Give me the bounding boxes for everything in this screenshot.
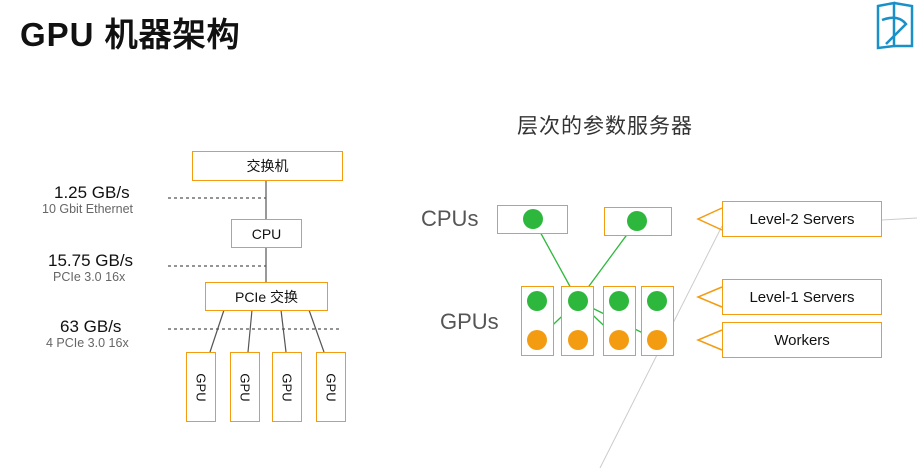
worker-node (647, 330, 667, 350)
worker-node (568, 330, 588, 350)
gpu-box-2: GPU (230, 352, 260, 422)
rate-4pcie: 63 GB/s 4 PCIe 3.0 16x (46, 317, 166, 350)
callout-level2-servers: Level-2 Servers (722, 201, 882, 237)
pcie-switch-box: PCIe 交换 (205, 282, 328, 311)
worker-node (527, 330, 547, 350)
level1-node (647, 291, 667, 311)
rate-note: 4 PCIe 3.0 16x (46, 336, 129, 350)
rate-value: 1.25 GB/s (54, 183, 130, 202)
rate-value: 63 GB/s (60, 317, 122, 336)
rate-note: 10 Gbit Ethernet (42, 202, 134, 216)
hierarchy-heading: 层次的参数服务器 (517, 115, 693, 138)
gpu-box-4: GPU (316, 352, 346, 422)
cpu-node (627, 211, 647, 231)
level1-node (568, 291, 588, 311)
cpu-node (523, 209, 543, 229)
level1-node (609, 291, 629, 311)
logo-icon (872, 0, 917, 50)
rate-note: PCIe 3.0 16x (53, 270, 126, 284)
gpu-box-1: GPU (186, 352, 216, 422)
callout-level1-servers: Level-1 Servers (722, 279, 882, 315)
gpus-label: GPUs (440, 309, 499, 334)
rate-ethernet: 1.25 GB/s 10 Gbit Ethernet (42, 183, 162, 216)
cpu-box: CPU (231, 219, 302, 248)
level1-node (527, 291, 547, 311)
switch-box: 交换机 (192, 151, 343, 181)
gpu-column-4 (641, 286, 674, 356)
page-title: GPU 机器架构 (20, 16, 241, 53)
cpus-label: CPUs (421, 206, 479, 231)
gpu-box-3: GPU (272, 352, 302, 422)
rate-pcie16x: 15.75 GB/s PCIe 3.0 16x (48, 251, 168, 284)
callout-workers: Workers (722, 322, 882, 358)
rate-value: 15.75 GB/s (48, 251, 134, 270)
worker-node (609, 330, 629, 350)
